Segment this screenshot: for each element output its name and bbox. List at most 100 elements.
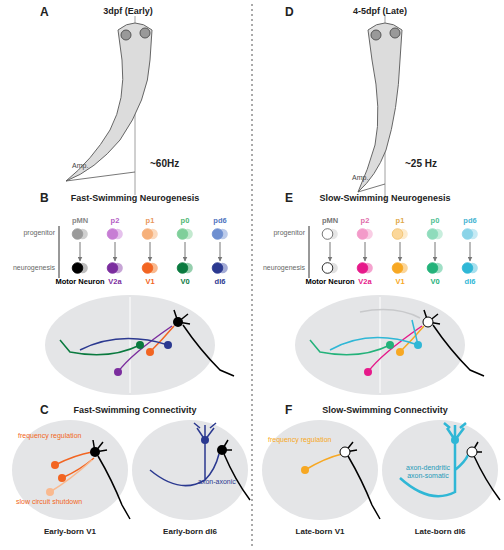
row-label: neurogenesis bbox=[13, 264, 55, 272]
cell-body bbox=[142, 263, 153, 274]
panel-title: Fast-Swimming Neurogenesis bbox=[71, 194, 200, 204]
cell-body bbox=[107, 229, 118, 240]
progenitor-label: p1 bbox=[146, 216, 155, 225]
fish-eye bbox=[390, 28, 400, 38]
amplitude-line bbox=[66, 172, 135, 181]
cell-symbol bbox=[392, 228, 408, 240]
row-label: neurogenesis bbox=[263, 264, 305, 272]
panel-divider bbox=[252, 4, 253, 546]
row-label: progenitor bbox=[273, 229, 305, 237]
neuron-label: Motor Neuron bbox=[55, 277, 104, 286]
progenitor-label: pd6 bbox=[463, 216, 476, 225]
panel-title: 4-5dpf (Late) bbox=[353, 7, 407, 17]
progenitor-circle: p2 bbox=[357, 228, 373, 240]
v1-soma bbox=[396, 348, 404, 356]
cell-symbol bbox=[177, 262, 193, 274]
synapse-note: axon-dendritic axon-somatic bbox=[397, 464, 459, 479]
progenitor-circle: p2 bbox=[107, 228, 123, 240]
panel-letter: F bbox=[285, 404, 292, 417]
row-label: progenitor bbox=[23, 229, 55, 237]
di6-soma bbox=[414, 341, 422, 349]
neuron-circle: Motor Neuron bbox=[72, 262, 88, 274]
cell-body bbox=[392, 263, 403, 274]
cell-symbol bbox=[107, 228, 123, 240]
cell-symbol bbox=[357, 262, 373, 274]
cell-symbol bbox=[392, 262, 408, 274]
neuron-label: V2a bbox=[108, 277, 121, 286]
row-bracket bbox=[59, 226, 60, 278]
progenitor-label: pMN bbox=[72, 216, 88, 225]
v0-soma bbox=[136, 341, 144, 349]
neuron-circle: V1 bbox=[392, 262, 408, 274]
neuron-label: Motor Neuron bbox=[305, 277, 354, 286]
cell-body bbox=[142, 229, 153, 240]
neuron-circle: Motor Neuron bbox=[322, 262, 338, 274]
progenitor-circle: p0 bbox=[177, 228, 193, 240]
synapse-note: axon-axonic bbox=[198, 478, 236, 486]
midline bbox=[130, 297, 131, 393]
larva-fish bbox=[66, 23, 152, 181]
fish-eye bbox=[121, 30, 131, 40]
spinal-cord-section bbox=[295, 295, 465, 395]
motor-neuron-soma bbox=[217, 445, 227, 455]
v1-soma bbox=[146, 348, 154, 356]
motor-neuron-soma bbox=[340, 447, 350, 457]
cell-label: Early-born dI6 bbox=[163, 528, 217, 537]
neuron-circle: dI6 bbox=[212, 262, 228, 274]
motor-neuron-soma bbox=[90, 447, 100, 457]
fish-eye bbox=[371, 30, 381, 40]
cell-symbol bbox=[72, 228, 88, 240]
progenitor-label: pd6 bbox=[213, 216, 226, 225]
neuron-label: dI6 bbox=[465, 277, 476, 286]
panel-title: Slow-Swimming Connectivity bbox=[322, 406, 448, 416]
v2a-soma bbox=[364, 368, 372, 376]
progenitor-label: p0 bbox=[181, 216, 190, 225]
spinal-cord-section bbox=[12, 420, 128, 520]
neuron-label: V0 bbox=[180, 277, 189, 286]
neuron-circle: V2a bbox=[107, 262, 123, 274]
function-note: frequency regulation bbox=[268, 436, 331, 444]
cell-symbol bbox=[212, 262, 228, 274]
neuron-circle: V1 bbox=[142, 262, 158, 274]
v2a-soma bbox=[114, 368, 122, 376]
cell-symbol bbox=[142, 262, 158, 274]
progenitor-label: p1 bbox=[396, 216, 405, 225]
neuron-circle: dI6 bbox=[462, 262, 478, 274]
di6-soma bbox=[451, 436, 459, 444]
cell-symbol bbox=[462, 228, 478, 240]
panel-title: Slow-Swimming Neurogenesis bbox=[319, 194, 450, 204]
cell-body bbox=[212, 263, 223, 274]
cell-body bbox=[392, 229, 403, 240]
progenitor-circle: p0 bbox=[427, 228, 443, 240]
larva-fish bbox=[358, 23, 402, 192]
spinal-cord-section bbox=[262, 420, 378, 520]
progenitor-circle: pd6 bbox=[462, 228, 478, 240]
motor-neuron-soma bbox=[173, 317, 183, 327]
cell-symbol bbox=[107, 262, 123, 274]
midline bbox=[380, 297, 381, 393]
cell-body bbox=[322, 229, 333, 240]
neuron-circle: V0 bbox=[177, 262, 193, 274]
differentiation-arrow bbox=[150, 242, 151, 261]
cell-body bbox=[462, 263, 473, 274]
cell-body bbox=[462, 229, 473, 240]
cell-label: Late-born dI6 bbox=[415, 528, 466, 537]
cell-body bbox=[177, 229, 188, 240]
cell-symbol bbox=[357, 228, 373, 240]
frequency-value: ~25 Hz bbox=[405, 158, 437, 169]
cell-symbol bbox=[72, 262, 88, 274]
progenitor-label: p2 bbox=[361, 216, 370, 225]
cell-body bbox=[427, 229, 438, 240]
neurons bbox=[60, 310, 234, 376]
differentiation-arrow bbox=[470, 242, 471, 261]
neurons bbox=[310, 310, 484, 376]
neuron-label: V0 bbox=[430, 277, 439, 286]
panel-letter: E bbox=[285, 192, 293, 205]
panel-title: 3dpf (Early) bbox=[103, 7, 153, 17]
cell-body bbox=[427, 263, 438, 274]
function-note: slow circuit shutdown bbox=[16, 498, 82, 506]
panel-letter: B bbox=[40, 192, 49, 205]
progenitor-circle: pd6 bbox=[212, 228, 228, 240]
